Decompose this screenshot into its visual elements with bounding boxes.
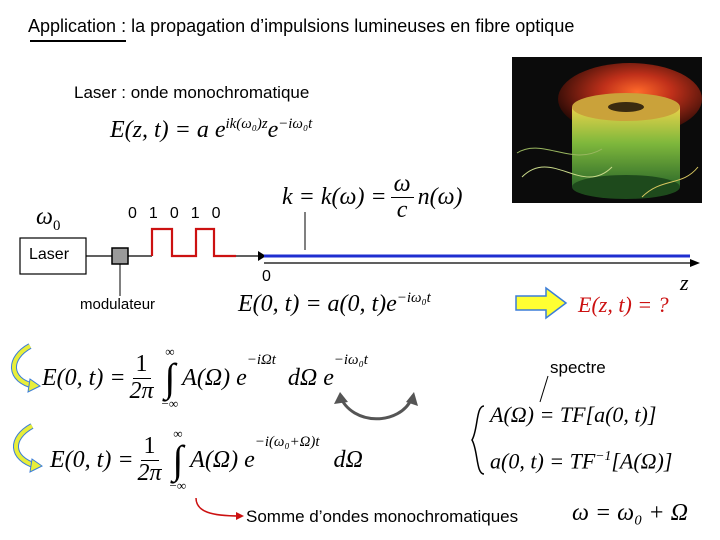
somme-connector (196, 498, 240, 516)
somme-label: Somme d’ondes monochromatiques (246, 507, 518, 527)
modulator-box (112, 248, 128, 264)
omega-sum: ω = ω₀ + Ω (572, 500, 688, 527)
laser-label: Laser (29, 246, 69, 264)
tf-inverse: a(0, t) = TF−1[A(Ω)] (490, 448, 672, 474)
brace (472, 406, 484, 474)
modulator-label: modulateur (80, 296, 155, 313)
tf-forward: A(Ω) = TF[a(0, t)] (490, 402, 656, 428)
integral-sign: ∞∫−∞ (162, 346, 179, 410)
arrow-to-unknown (516, 288, 566, 318)
z-axis-label: z (680, 270, 689, 296)
integral-sign: ∞∫−∞ (170, 428, 187, 492)
pulse-train (152, 229, 236, 256)
equation-unknown: E(z, t) = ? (578, 292, 669, 318)
equation-e0t: E(0, t) = a(0, t)e−iω₀t (238, 290, 431, 318)
spectre-label: spectre (550, 358, 606, 378)
z-origin-label: 0 (262, 268, 271, 286)
